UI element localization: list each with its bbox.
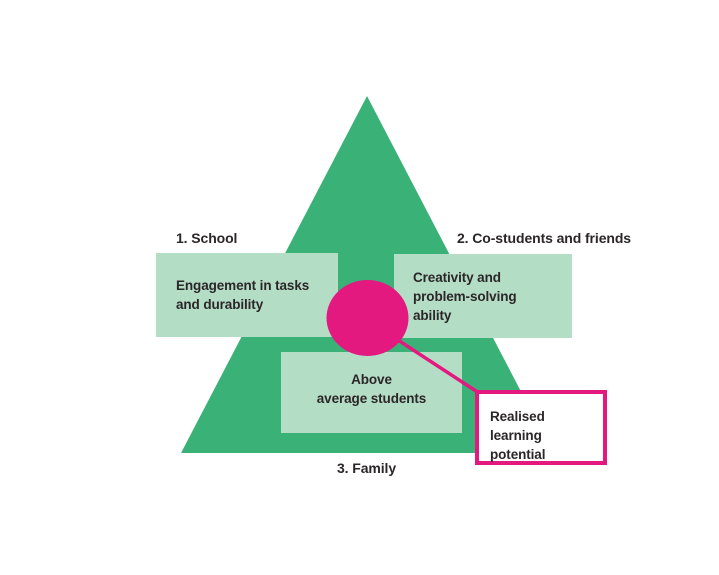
callout-text-line2: potential (490, 447, 546, 462)
co-students-box-text-line2: problem-solving (413, 288, 517, 304)
label-school: 1. School (176, 230, 238, 246)
callout-box: Realised learning potential (475, 390, 607, 465)
callout-text-line1: Realised learning (490, 409, 545, 443)
school-box-text-line2: and durability (176, 297, 264, 312)
family-box-text-line2: average students (316, 390, 427, 406)
co-students-box: Creativity and problem-solving ability (394, 254, 572, 338)
label-family: 3. Family (337, 460, 397, 476)
family-box-text-line1: Above (351, 371, 392, 387)
label-co-students-and-friends: 2. Co-students and friends (457, 230, 631, 246)
co-students-box-text-line1: Creativity and (413, 269, 501, 285)
co-students-box-text-line3: ability (413, 307, 452, 323)
school-box-text-line1: Engagement in tasks (176, 278, 310, 293)
family-box: Above average students (281, 352, 462, 433)
school-box: Engagement in tasks and durability (156, 253, 338, 337)
